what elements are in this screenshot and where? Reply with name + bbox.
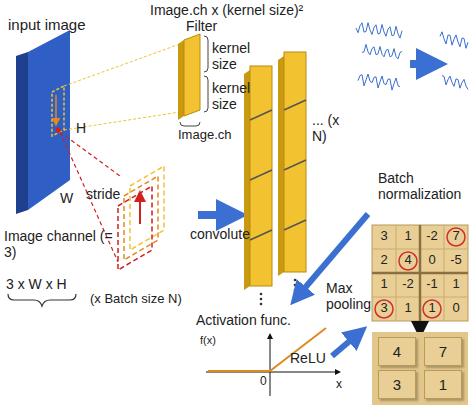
note: ... (x N)	[312, 112, 356, 144]
input-image	[28, 30, 70, 210]
axis-label: x	[336, 378, 342, 392]
table-cell: 0	[444, 301, 468, 316]
image-side	[16, 52, 28, 214]
signal-wave	[440, 32, 468, 49]
table-cell: 1	[420, 301, 444, 316]
step-name: Max pooling	[326, 280, 372, 312]
table-cell: 1	[396, 229, 420, 244]
cell-value: 1	[439, 376, 447, 393]
table-cell: 7	[444, 229, 468, 244]
table-cell: -2	[420, 229, 444, 244]
part-name: stride	[86, 186, 120, 202]
cell-value: 4	[393, 343, 401, 360]
signal-wave	[362, 44, 402, 59]
table-cell: 4	[396, 253, 420, 268]
cell-value: 7	[439, 343, 447, 360]
step-name: Activation func.	[196, 312, 291, 328]
table-cell: 1	[396, 301, 420, 316]
table-cell: -5	[444, 253, 468, 268]
axis-label: f(x)	[200, 334, 216, 347]
table-cell: 0	[420, 253, 444, 268]
part-name: input image	[8, 16, 86, 33]
pooled-cell: 3	[378, 370, 416, 399]
part-name: Filter	[186, 18, 217, 34]
dimension: 3 x W x H	[6, 276, 67, 292]
function-name: ReLU	[290, 350, 326, 366]
dimension: W	[60, 190, 73, 206]
diagram-heading: Image.ch x (kernel size)²	[150, 2, 303, 18]
table-cell: 1	[372, 277, 396, 292]
table-cell: 3	[372, 301, 396, 316]
dimension: Image.ch	[178, 128, 231, 143]
step-name: Batch normalization	[378, 170, 470, 202]
signal-wave	[442, 76, 468, 90]
table-cell: 3	[372, 229, 396, 244]
note: (x Batch size N)	[90, 292, 182, 307]
dimension: Image channel (= 3)	[4, 228, 114, 260]
table-cell: 1	[444, 277, 468, 292]
axis-label: 0	[260, 375, 267, 389]
table-cell: 2	[372, 253, 396, 268]
pooled-cell: 1	[424, 370, 462, 399]
step-name: convolute	[190, 226, 250, 242]
table-cell: -1	[420, 277, 444, 292]
table-cell: -2	[396, 277, 420, 292]
cell-value: 3	[393, 376, 401, 393]
pooled-cell: 7	[424, 337, 462, 366]
dimension: kernel size	[212, 80, 260, 112]
kernel-window	[52, 86, 64, 136]
pooled-cell: 4	[378, 337, 416, 366]
signal-wave	[356, 23, 402, 38]
signal-wave	[358, 74, 400, 90]
dimension: kernel size	[212, 40, 260, 72]
dimension: H	[76, 120, 86, 136]
